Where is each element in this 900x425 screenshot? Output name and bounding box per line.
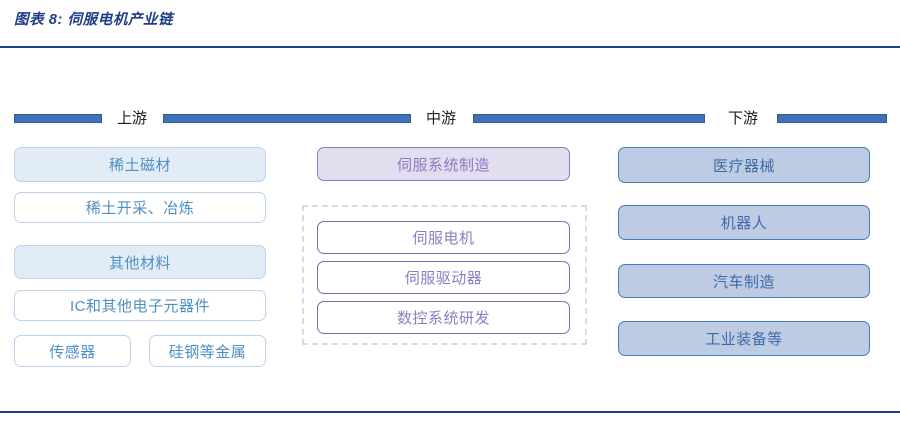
node-downstream-medical-devices[interactable]: 医疗器械 xyxy=(618,147,870,183)
midstream-group-dashed-box xyxy=(302,205,587,345)
footer-divider-rule xyxy=(0,411,900,413)
node-upstream-silicon-steel-metals[interactable]: 硅钢等金属 xyxy=(149,335,266,367)
header-bar-upstream-left xyxy=(14,114,102,123)
figure-title: 图表 8: 伺服电机产业链 xyxy=(14,12,174,28)
node-upstream-ic-and-electronic-components[interactable]: IC和其他电子元器件 xyxy=(14,290,266,321)
node-upstream-other-materials[interactable]: 其他材料 xyxy=(14,245,266,279)
node-downstream-automobile-manufacturing[interactable]: 汽车制造 xyxy=(618,264,870,298)
node-upstream-rare-earth-mining-smelting[interactable]: 稀土开采、冶炼 xyxy=(14,192,266,223)
header-label-midstream: 中游 xyxy=(425,110,456,127)
header-label-upstream: 上游 xyxy=(116,110,147,127)
header-bar-downstream-right xyxy=(777,114,887,123)
node-midstream-cnc-system-rd[interactable]: 数控系统研发 xyxy=(317,301,570,334)
title-divider-rule xyxy=(0,46,900,48)
node-upstream-rare-earth-magnets[interactable]: 稀土磁材 xyxy=(14,147,266,182)
node-downstream-robots[interactable]: 机器人 xyxy=(618,205,870,240)
header-bar-midstream-right xyxy=(473,114,705,123)
header-label-downstream: 下游 xyxy=(727,110,758,127)
node-downstream-industrial-equipment[interactable]: 工业装备等 xyxy=(618,321,870,356)
node-midstream-servo-system-manufacturing[interactable]: 伺服系统制造 xyxy=(317,147,570,181)
header-bar-upstream-right xyxy=(163,114,411,123)
node-upstream-sensors[interactable]: 传感器 xyxy=(14,335,131,367)
node-midstream-servo-driver[interactable]: 伺服驱动器 xyxy=(317,261,570,294)
node-midstream-servo-motor[interactable]: 伺服电机 xyxy=(317,221,570,254)
